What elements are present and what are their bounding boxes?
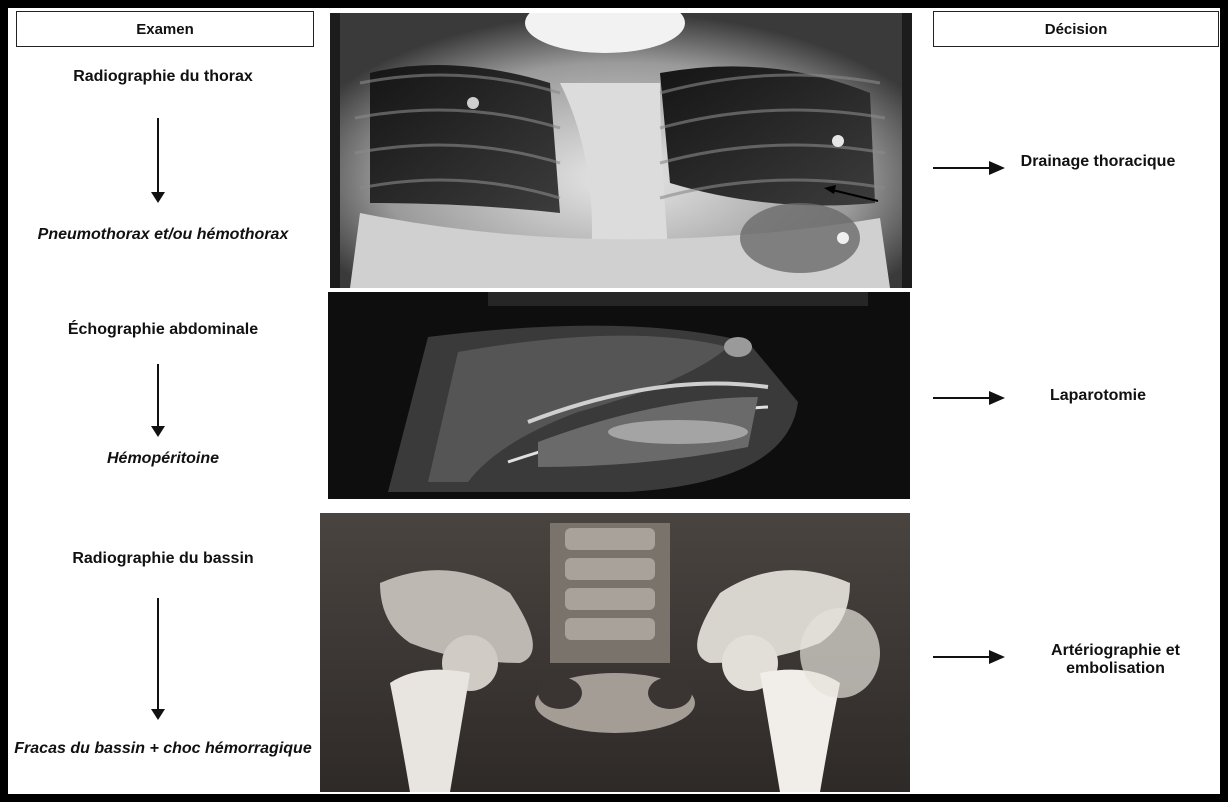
decision-header: Décision bbox=[933, 11, 1219, 47]
arrow-down-2 bbox=[157, 364, 159, 428]
finding-label-2: Hémopéritoine bbox=[28, 450, 298, 468]
decision-label-1: Drainage thoracique bbox=[1018, 153, 1178, 171]
pelvis-xray-image bbox=[320, 513, 910, 792]
exam-label-1: Radiographie du thorax bbox=[28, 68, 298, 86]
exam-label-2: Échographie abdominale bbox=[28, 321, 298, 339]
finding-label-1: Pneumothorax et/ou hémothorax bbox=[18, 226, 308, 244]
chest-xray-image bbox=[330, 13, 912, 288]
examen-header: Examen bbox=[16, 11, 314, 47]
arrow-down-3 bbox=[157, 598, 159, 711]
decision-label-3: Artériographie et embolisation bbox=[1013, 642, 1218, 678]
arrow-right-2 bbox=[933, 397, 1001, 399]
exam-label-3: Radiographie du bassin bbox=[28, 550, 298, 568]
arrow-down-1 bbox=[157, 118, 159, 194]
decision-label-2: Laparotomie bbox=[1018, 387, 1178, 405]
arrow-right-3 bbox=[933, 656, 1001, 658]
diagram-sheet: Examen Décision Radiographie du thorax P… bbox=[8, 8, 1220, 794]
arrow-right-1 bbox=[933, 167, 1001, 169]
finding-label-3: Fracas du bassin + choc hémorragique bbox=[8, 740, 318, 758]
abdominal-ultrasound-image bbox=[328, 292, 910, 499]
